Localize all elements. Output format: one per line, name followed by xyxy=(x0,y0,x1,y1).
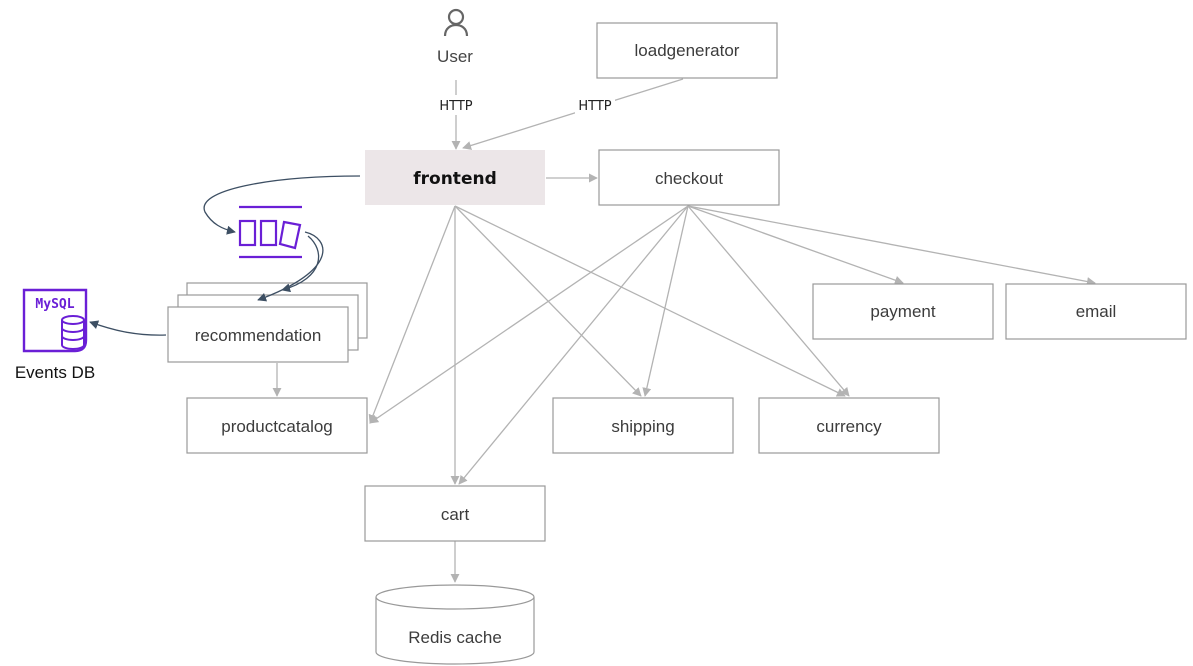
checkout-label: checkout xyxy=(655,169,723,188)
loadgenerator-node: loadgenerator xyxy=(596,22,778,79)
edge-checkout-cart xyxy=(458,205,689,485)
pubsub-queue-icon xyxy=(238,205,302,259)
edge-frontend-productcatalog xyxy=(368,205,456,424)
email-label: email xyxy=(1076,302,1117,321)
user-icon xyxy=(443,8,469,37)
http-label-user: HTTP xyxy=(439,99,472,114)
mysql-database-icon: MySQL xyxy=(22,288,88,353)
edge-checkout-productcatalog xyxy=(369,205,689,424)
payment-node: payment xyxy=(812,283,994,340)
currency-label: currency xyxy=(816,417,882,436)
edge-checkout-currency xyxy=(687,205,850,397)
redis-cache-label: Redis cache xyxy=(408,628,502,647)
redis-cache-node: Redis cache xyxy=(375,584,535,665)
frontend-node: frontend xyxy=(365,150,545,205)
recommendation-label: recommendation xyxy=(195,326,322,345)
payment-label: payment xyxy=(870,302,935,321)
edge-frontend-currency xyxy=(454,205,846,397)
loadgenerator-label: loadgenerator xyxy=(635,41,740,60)
checkout-node: checkout xyxy=(598,149,780,206)
edges xyxy=(272,78,1096,583)
edge-checkout-payment xyxy=(687,205,904,285)
user-label: User xyxy=(437,47,473,66)
email-node: email xyxy=(1005,283,1187,340)
edge-recommendation-eventsdb xyxy=(89,320,167,336)
edge-checkout-email xyxy=(687,205,1096,286)
productcatalog-node: productcatalog xyxy=(186,397,368,454)
http-label-loadgenerator: HTTP xyxy=(578,99,611,114)
recommendation-node: recommendation xyxy=(167,282,368,363)
edge-loadgenerator-frontend xyxy=(462,78,684,150)
edge-checkout-shipping xyxy=(642,205,689,397)
pubsub-edges xyxy=(89,175,361,336)
cart-label: cart xyxy=(441,505,470,524)
frontend-label: frontend xyxy=(413,169,497,189)
shipping-node: shipping xyxy=(552,397,734,454)
cart-node: cart xyxy=(364,485,546,542)
shipping-label: shipping xyxy=(611,417,674,436)
productcatalog-label: productcatalog xyxy=(221,417,333,436)
currency-node: currency xyxy=(758,397,940,454)
events-db-label: Events DB xyxy=(15,363,95,382)
mysql-logo-text: MySQL xyxy=(35,297,74,312)
edge-pubsub-recommendation-2 xyxy=(281,235,320,293)
edge-frontend-pubsub xyxy=(203,175,361,235)
